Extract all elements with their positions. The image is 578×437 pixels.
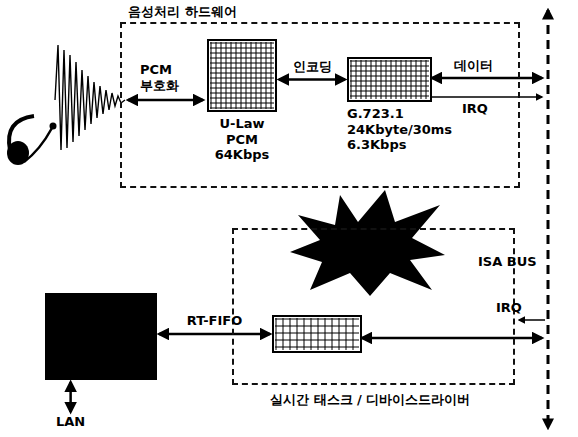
label-text: 데이터 (454, 58, 493, 74)
chip-box: U-Law PCM 64Kbps (207, 39, 277, 112)
connector-arrow (279, 78, 345, 81)
edge-label: 인코딩 (293, 59, 332, 75)
node-text: LAN (56, 414, 85, 430)
chip-grid (207, 39, 277, 112)
node-text: 실시간 태스크 / 디바이스드라이버 (270, 392, 470, 408)
data-arrow (432, 77, 542, 80)
node-text-holder: U-Law PCM 64Kbps (202, 116, 282, 163)
node-text-holder: 음성처리 하드웨어 (128, 4, 237, 20)
label-text-holder: IRQ (496, 300, 522, 316)
label-text-holder: 데이터 (454, 58, 493, 74)
isa-bus-line (547, 10, 550, 428)
chip-box (272, 315, 362, 353)
chip-grid (347, 57, 432, 102)
edge-label-holder: 인코딩 (291, 59, 334, 75)
node-text: 음성처리 하드웨어 (128, 4, 237, 20)
black-box (45, 293, 157, 380)
node-text: U-Law PCM 64Kbps (202, 116, 282, 163)
label-text-holder: IRQ (462, 101, 488, 117)
edge-label-holder: RT-FIFO (185, 313, 244, 329)
label-text: ISA BUS (478, 254, 537, 270)
chip-grid (272, 315, 362, 353)
chip-box: G.723.1 24Kbyte/30ms 6.3Kbps (347, 57, 432, 102)
dashed-region: 음성처리 하드웨어U-Law PCM 64KbpsG.723.1 24Kbyte… (120, 22, 520, 188)
microphone (50, 123, 57, 130)
edge-label: RT-FIFO (187, 313, 242, 329)
dashed-region: 실시간 태스크 / 디바이스드라이버 (232, 228, 515, 385)
data-arrow (362, 337, 542, 340)
node-text-holder: G.723.1 24Kbyte/30ms 6.3Kbps (347, 106, 447, 153)
connector-arrow (69, 382, 72, 412)
starburst (290, 190, 445, 296)
pcm-arrow (128, 99, 203, 102)
text-node: LAN (52, 414, 89, 430)
irq-arrow (432, 96, 542, 98)
headset-illustration (7, 45, 125, 165)
label-text: IRQ (496, 300, 522, 316)
connector-arrow (159, 333, 270, 336)
label-text-holder: ISA BUS (478, 254, 537, 270)
sound-wave (55, 45, 125, 150)
node-text-holder: 실시간 태스크 / 디바이스드라이버 (270, 392, 470, 408)
node-text-holder: LAN (52, 414, 89, 430)
label-text-holder: PCM 부호화 (140, 62, 188, 93)
irq-arrow (519, 319, 545, 321)
label-text: IRQ (462, 101, 488, 117)
label-text: PCM 부호화 (140, 62, 188, 93)
node-text: G.723.1 24Kbyte/30ms 6.3Kbps (347, 106, 447, 153)
mic-boom (24, 128, 52, 162)
